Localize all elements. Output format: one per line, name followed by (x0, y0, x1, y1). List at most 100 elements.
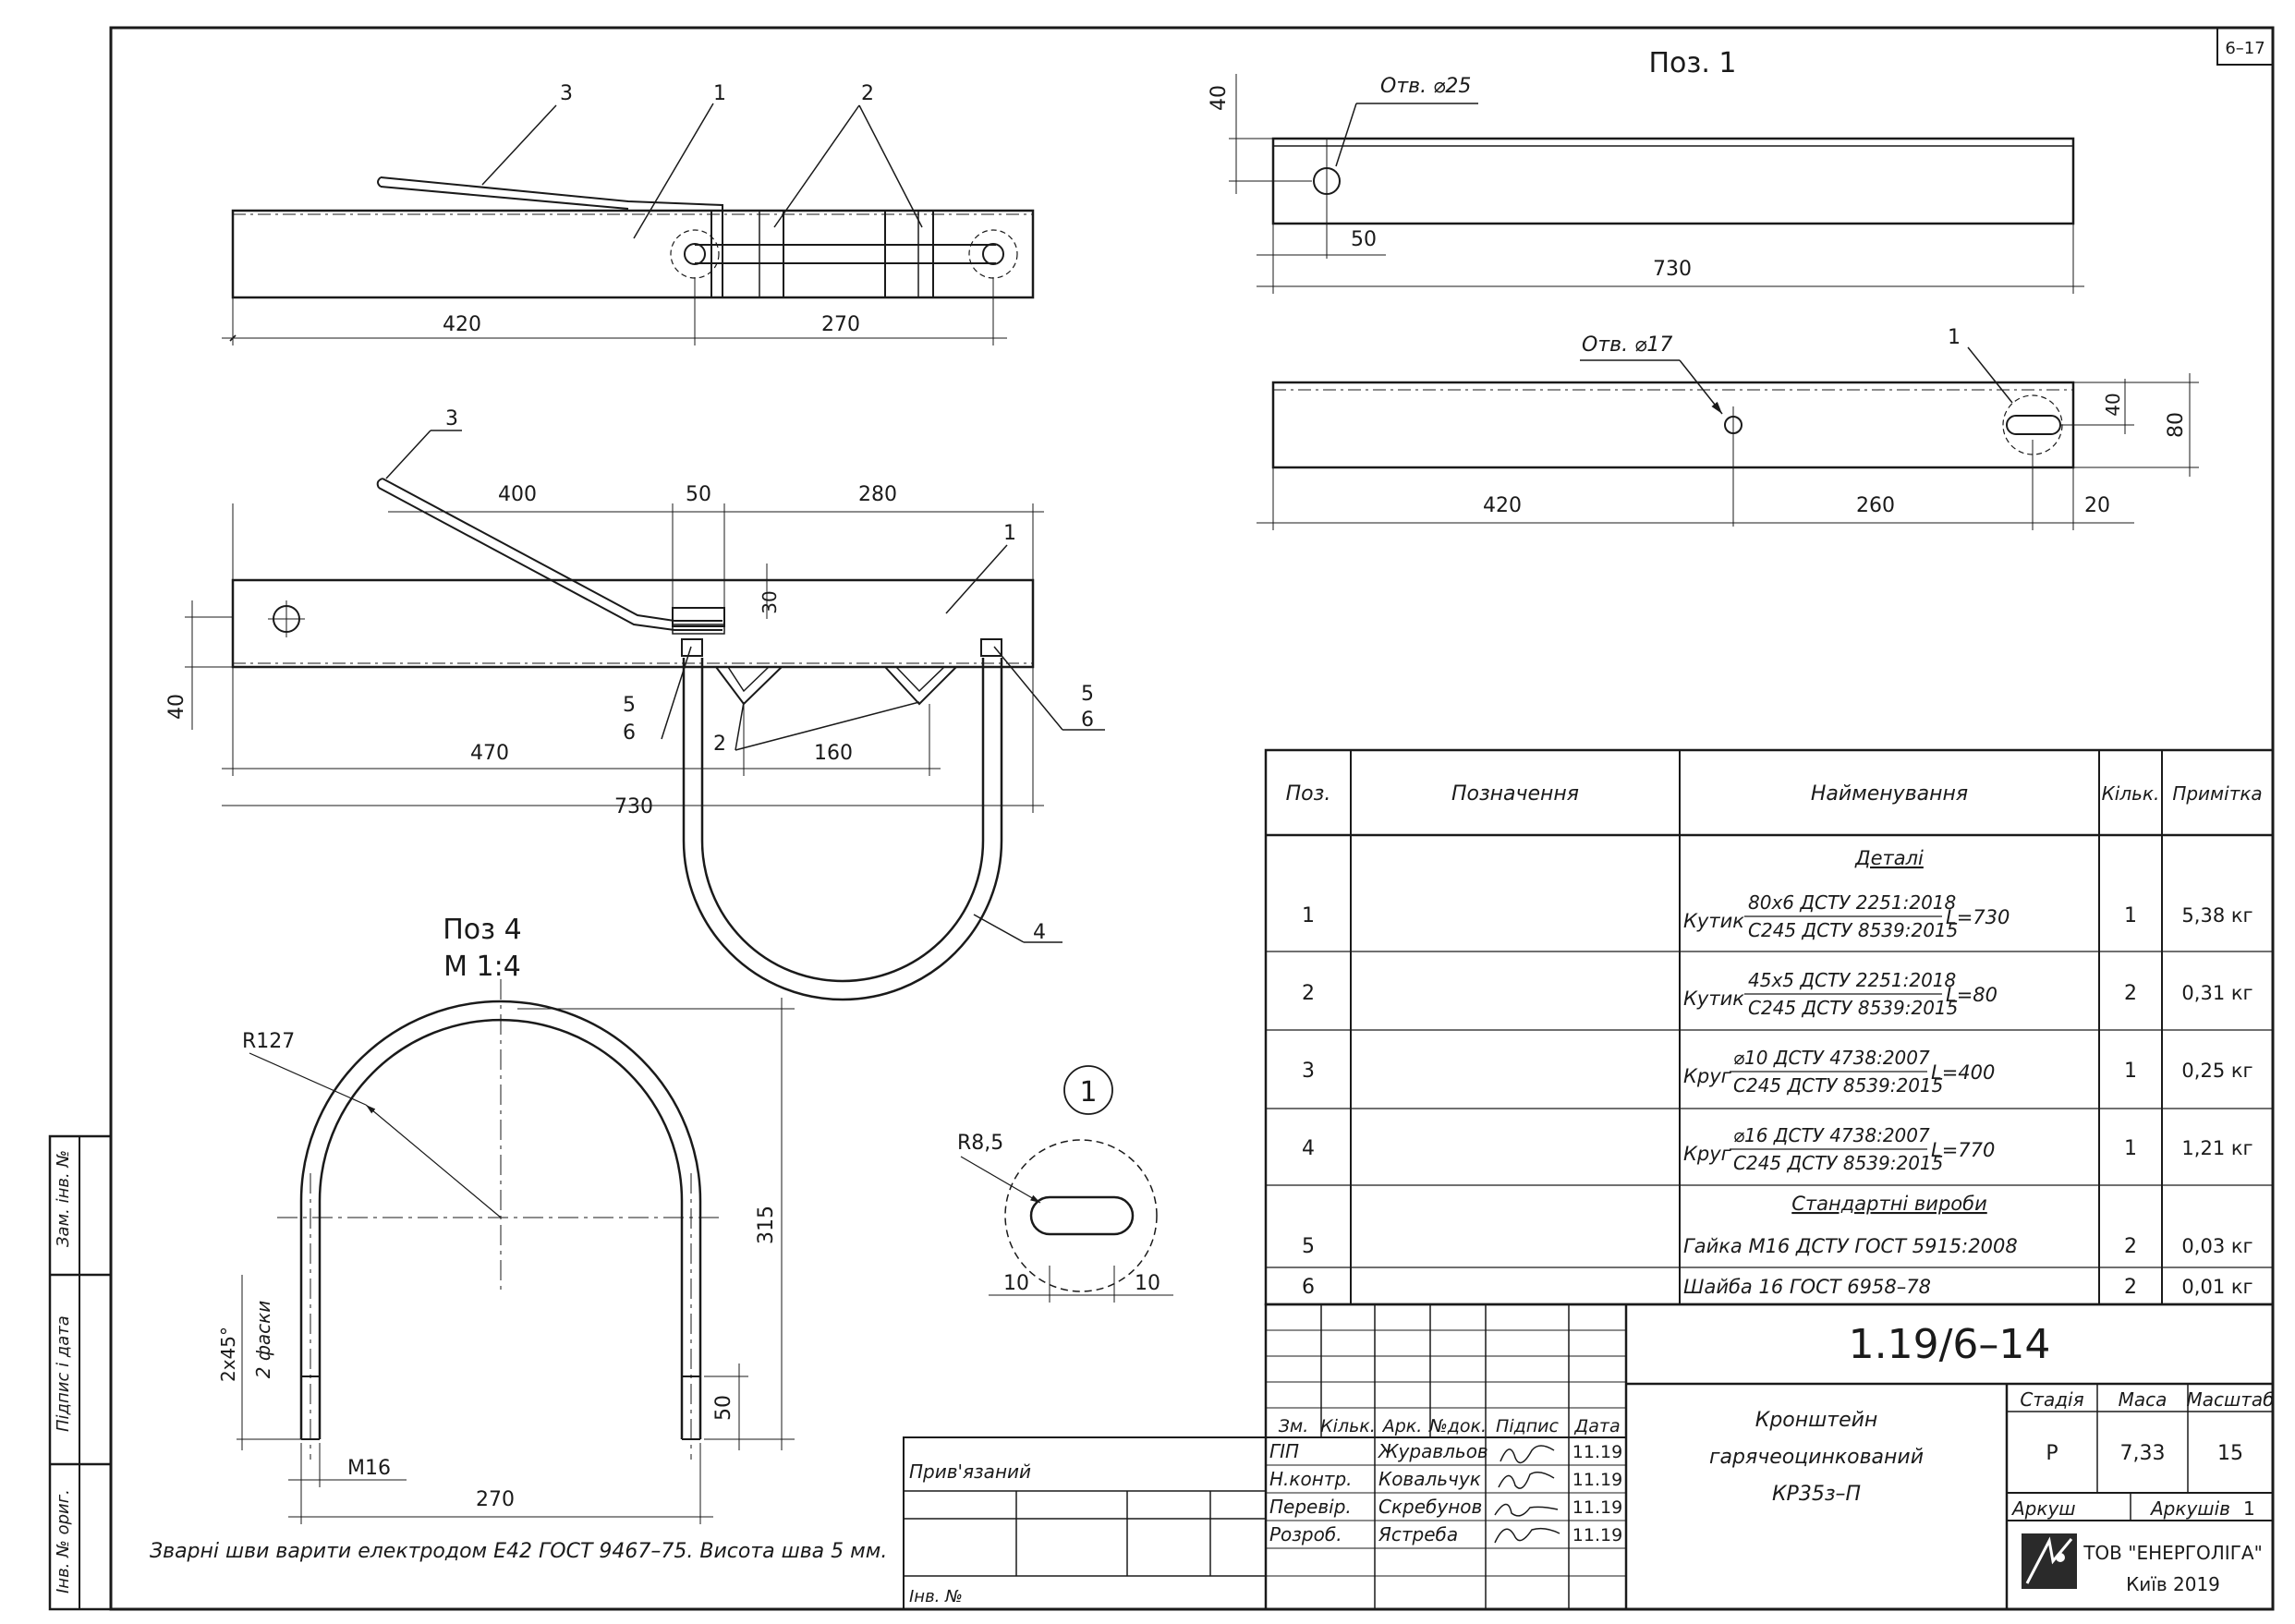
leader-5a: 5 (623, 694, 636, 717)
tb-person-date: 11.19 (1572, 1442, 1622, 1462)
spec-row-prefix: Круг (1683, 1143, 1732, 1165)
detail-1: 1 10 10 R8,5 (957, 1065, 1173, 1303)
leader-3b: 3 (445, 407, 458, 430)
spec-table: Поз. Позначення Найменування Кільк. Прим… (1264, 748, 2275, 1306)
stamp-inv: Інв. № ориг. (54, 1489, 73, 1594)
spec-row-prefix: Кутик (1683, 988, 1744, 1010)
spec-row-top: ⌀10 ДСТУ 4738:2007 (1733, 1047, 1930, 1069)
tb-attached: Прив'язаний (909, 1460, 1031, 1483)
tb-col-zm: Зм. (1279, 1416, 1309, 1436)
poz1-dim-420: 420 (1483, 494, 1522, 517)
spec-row-note: 0,31 кг (2181, 982, 2252, 1004)
spec-row-name: Шайба 16 ГОСТ 6958–78 (1683, 1276, 1931, 1298)
spec-hdr-designation: Позначення (1451, 782, 1579, 806)
spec-section-details: Деталі (1854, 847, 1924, 869)
spec-row-bottom: С245 ДСТУ 8539:2015 (1748, 997, 1958, 1019)
spec-row-prefix: Круг (1683, 1065, 1732, 1087)
hole17-label: Отв. ⌀17 (1582, 333, 1672, 357)
tb-inv: Інв. № (909, 1587, 963, 1606)
dim-470: 470 (470, 742, 509, 765)
tb-mass-label: Маса (2119, 1388, 2168, 1411)
poz4-r127: R127 (242, 1030, 295, 1053)
tb-person-name: Ковальчук (1378, 1468, 1481, 1490)
sheet-number: 6–17 (2225, 39, 2265, 58)
detail1-callout: 1 (1079, 1076, 1097, 1109)
tb-col-ndok: №док. (1428, 1416, 1487, 1436)
dim-40-left: 40 (165, 694, 188, 720)
leader-6a: 6 (623, 721, 636, 745)
dim-30: 30 (759, 590, 781, 613)
spec-row-note: 1,21 кг (2181, 1137, 2252, 1159)
company-logo-icon (2022, 1533, 2077, 1589)
tb-col-pidpys: Підпис (1496, 1416, 1559, 1436)
signature-scribble (1494, 1527, 1560, 1544)
detail1-r85: R8,5 (957, 1132, 1003, 1155)
title-block: Зм. Кільк. Арк. №док. Підпис Дата ГІП Жу… (903, 1303, 2275, 1611)
spec-row-top: 80х6 ДСТУ 2251:2018 (1748, 891, 1956, 914)
poz1-dim-40b: 40 (2102, 393, 2124, 416)
poz4-m16: М16 (347, 1457, 391, 1480)
spec-row-pos: 4 (1302, 1137, 1315, 1160)
tb-person-role: Перевір. (1269, 1496, 1352, 1518)
leader-2b: 2 (713, 733, 726, 756)
detail1-d10a: 10 (1003, 1272, 1029, 1295)
tb-designation: 1.19/6–14 (1849, 1321, 2051, 1368)
tb-person-name: Ястреба (1378, 1523, 1458, 1545)
leader-6b: 6 (1081, 709, 1094, 732)
spec-row-suffix: L=80 (1946, 984, 1998, 1006)
poz1-views: Поз. 1 Отв. ⌀25 40 50 730 Отв. ⌀17 1 (1208, 47, 2199, 530)
spec-row-suffix: L=400 (1931, 1061, 1995, 1084)
dim-160: 160 (814, 742, 853, 765)
spec-hdr-note: Примітка (2172, 782, 2262, 805)
poz4-scale: М 1:4 (443, 951, 521, 983)
tb-person-name: Скребунов (1378, 1496, 1482, 1518)
spec-row-qty: 2 (2124, 982, 2137, 1005)
dim-50: 50 (686, 483, 711, 506)
poz1-title: Поз. 1 (1648, 47, 1736, 79)
signature-scribble (1494, 1503, 1559, 1517)
spec-row-pos: 2 (1302, 982, 1315, 1005)
spec-row-qty: 1 (2124, 1137, 2137, 1160)
spec-row-name: Гайка М16 ДСТУ ГОСТ 5915:2008 (1683, 1235, 2018, 1257)
dim-280: 280 (858, 483, 897, 506)
poz1-leader-1: 1 (1948, 326, 1961, 349)
dim-270: 270 (821, 313, 860, 336)
spec-row-suffix: L=770 (1931, 1139, 1995, 1161)
poz1-dim-730: 730 (1653, 258, 1692, 281)
poz1-dim-50: 50 (1351, 228, 1377, 251)
poz1-dim-40: 40 (1208, 85, 1231, 111)
dim-420: 420 (443, 313, 481, 336)
leader-3: 3 (560, 82, 573, 105)
tb-person-name: Журавльов (1377, 1440, 1488, 1462)
welds-note: Зварні шви варити електродом Е42 ГОСТ 94… (150, 1540, 887, 1563)
tb-stage-label: Стадія (2020, 1388, 2083, 1411)
tb-col-ark: Арк. (1381, 1416, 1423, 1436)
spec-hdr-qty: Кільк. (2102, 782, 2160, 805)
spec-row-pos: 6 (1302, 1276, 1315, 1299)
spec-row-top: ⌀16 ДСТУ 4738:2007 (1733, 1124, 1930, 1146)
tb-col-data: Дата (1573, 1416, 1620, 1436)
side-stamps: Зам. інв. № Підпис і дата Інв. № ориг. (48, 1134, 113, 1611)
dim-400: 400 (498, 483, 537, 506)
spec-row-qty: 2 (2124, 1235, 2137, 1258)
signature-scribble (1498, 1472, 1555, 1489)
poz1-dim-260: 260 (1856, 494, 1895, 517)
spec-row-bottom: С245 ДСТУ 8539:2015 (1733, 1152, 1943, 1174)
tb-mass: 7,33 (2120, 1442, 2166, 1465)
sheet-frame (109, 26, 2275, 1611)
tb-product-line2: гарячеоцинкований (1709, 1446, 1924, 1469)
top-view: 3 1 2 420 270 (222, 82, 1035, 345)
tb-sheets-label: Аркушів (2149, 1497, 2230, 1520)
poz4-dim-315: 315 (755, 1206, 778, 1244)
leader-1b: 1 (1003, 522, 1016, 545)
tb-stage: Р (2046, 1442, 2058, 1465)
spec-row-bottom: С245 ДСТУ 8539:2015 (1733, 1074, 1943, 1097)
poz1-dim-20: 20 (2084, 494, 2110, 517)
spec-row-pos: 3 (1302, 1060, 1315, 1083)
leader-4: 4 (1033, 921, 1046, 944)
leader-2: 2 (861, 82, 874, 105)
tb-company: ТОВ "ЕНЕРГОЛІГА" (2082, 1542, 2263, 1564)
dim-730: 730 (614, 795, 653, 818)
spec-row-qty: 2 (2124, 1276, 2137, 1299)
tb-person-date: 11.19 (1572, 1470, 1622, 1490)
